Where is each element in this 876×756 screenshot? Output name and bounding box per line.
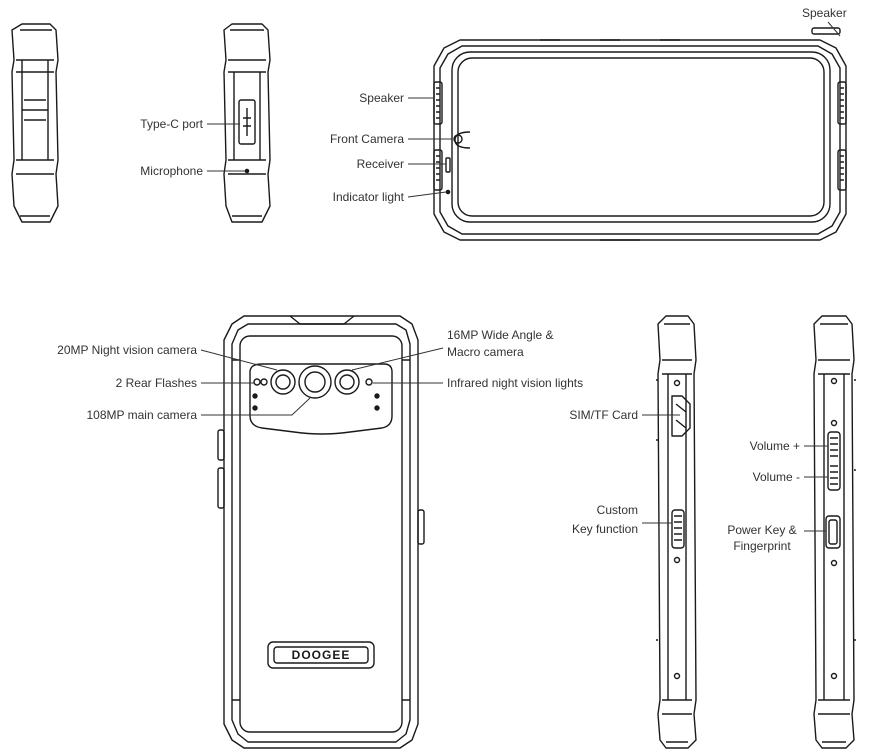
- indicator-light-shape: [445, 189, 451, 195]
- volume-down-label: Volume -: [752, 470, 800, 484]
- rear-flashes-label: 2 Rear Flashes: [115, 376, 197, 390]
- main-camera-shape: [298, 365, 332, 399]
- receiver-shape: [445, 157, 451, 173]
- leader-lines: [200, 21, 841, 532]
- power-key-label-line2: Fingerprint: [733, 539, 791, 553]
- indicator-light-label: Indicator light: [332, 190, 404, 204]
- wide-angle-label-line2: Macro camera: [447, 345, 524, 359]
- wide-angle-label-line1: 16MP Wide Angle &: [447, 328, 554, 342]
- front-speaker-left: [433, 81, 443, 125]
- side-view-edge-1: [11, 23, 59, 223]
- side-view-bottom-edge: [223, 23, 271, 223]
- logo-plate: [267, 641, 375, 669]
- power-key-label-line1: Power Key &: [727, 523, 797, 537]
- side-view-right-edge: [813, 315, 856, 749]
- main-camera-label: 108MP main camera: [86, 408, 198, 422]
- microphone-label: Microphone: [140, 164, 203, 178]
- logo-text: DOOGEE: [292, 648, 351, 662]
- night-vision-camera-label: 20MP Night vision camera: [57, 343, 197, 357]
- receiver-label: Receiver: [356, 157, 404, 171]
- rear-flash-2: [260, 378, 268, 386]
- screen: [451, 51, 831, 223]
- custom-key-label-line2: Key function: [571, 522, 638, 536]
- typec-port-shape: [238, 99, 256, 145]
- infrared-lights-label: Infrared night vision lights: [447, 376, 584, 390]
- volume-rocker-shape: [827, 431, 841, 491]
- rear-flash-1: [253, 378, 261, 386]
- infrared-light-shape: [365, 378, 373, 386]
- power-key-shape: [825, 515, 841, 549]
- custom-key-label-line1: Custom: [596, 503, 638, 517]
- typec-port-label: Type-C port: [140, 117, 203, 131]
- speaker-front-label: Speaker: [359, 91, 404, 105]
- microphone-hole: [244, 168, 250, 174]
- front-camera-label: Front Camera: [329, 132, 404, 146]
- night-vision-camera-shape: [270, 369, 296, 395]
- wide-angle-camera-shape: [334, 369, 360, 395]
- front-speaker-right: [837, 81, 847, 125]
- back-view-phone: [217, 315, 425, 749]
- custom-key-shape: [671, 509, 685, 549]
- speaker-top-label: Speaker: [802, 6, 847, 20]
- front-camera-shape: [453, 134, 463, 144]
- side-view-left-edge: [656, 315, 697, 749]
- sim-tray-shape: [671, 395, 691, 437]
- front-view-phone: [433, 27, 847, 241]
- camera-module: [249, 363, 393, 435]
- volume-up-label: Volume +: [749, 439, 800, 453]
- sim-card-label: SIM/TF Card: [569, 408, 638, 422]
